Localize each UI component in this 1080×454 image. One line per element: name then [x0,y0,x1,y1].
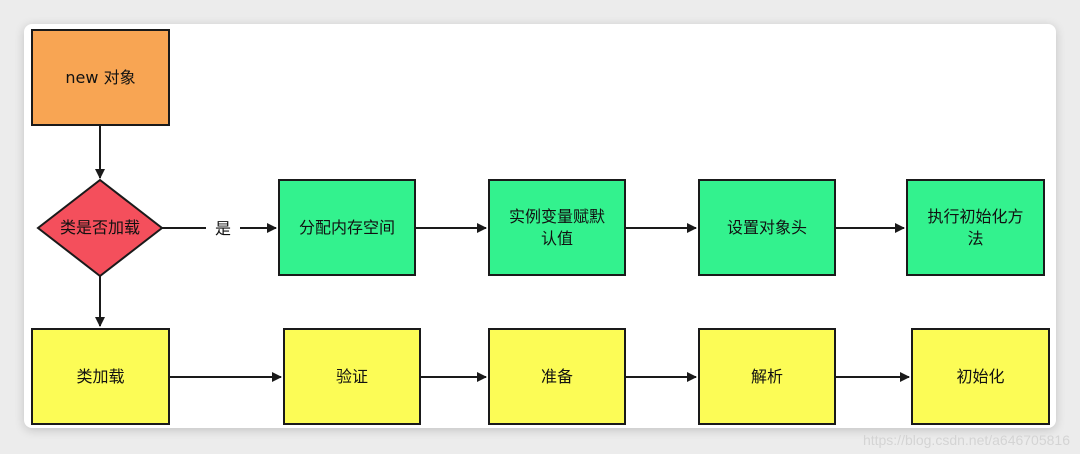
alloc-step-label: 实例变量赋默认值 [508,206,605,248]
load-step-label: 准备 [540,366,573,386]
yes-edge-label: 是 [206,217,240,241]
load-step-initialize: 初始化 [911,328,1050,425]
load-step-label: 验证 [335,366,368,386]
alloc-step-object-header: 设置对象头 [698,179,836,276]
alloc-step-init-method: 执行初始化方法 [906,179,1045,276]
decision-diamond [36,178,164,278]
load-step-label: 类加载 [76,366,125,386]
start-node: new 对象 [31,29,170,126]
alloc-step-memory: 分配内存空间 [278,179,416,276]
alloc-step-default-values: 实例变量赋默认值 [488,179,626,276]
alloc-step-label: 设置对象头 [726,217,807,237]
load-step-resolve: 解析 [698,328,836,425]
alloc-step-label: 执行初始化方法 [927,206,1024,248]
load-step-label: 初始化 [956,366,1005,386]
decision-label: 类是否加载 [59,218,140,237]
load-step-label: 解析 [750,366,783,386]
load-step-verify: 验证 [283,328,421,425]
watermark: https://blog.csdn.net/a646705816 [862,432,1070,448]
load-step-class-loading: 类加载 [31,328,170,425]
start-node-label: new 对象 [65,67,136,87]
alloc-step-label: 分配内存空间 [298,217,395,237]
load-step-prepare: 准备 [488,328,626,425]
